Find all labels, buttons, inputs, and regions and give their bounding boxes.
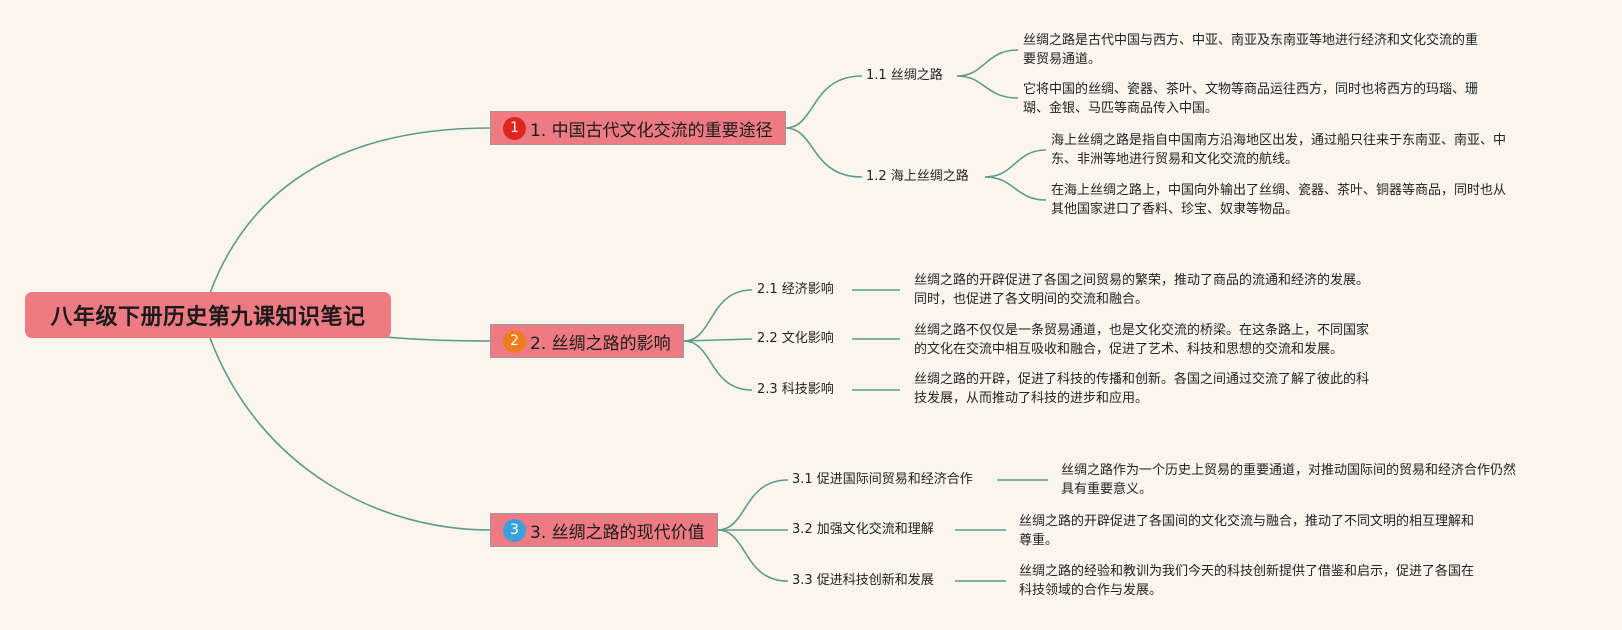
note-2-3[interactable]: 丝绸之路的开辟，促进了科技的传播和创新。各国之间通过交流了解了彼此的科 技发展，… [914, 370, 1369, 408]
note-1-1-a-line-2: 要贸易通道。 [1023, 52, 1102, 67]
note-3-1[interactable]: 丝绸之路作为一个历史上贸易的重要通道，对推动国际间的贸易和经济合作仍然 具有重要… [1061, 461, 1516, 499]
note-3-3[interactable]: 丝绸之路的经验和教训为我们今天的科技创新提供了借鉴和启示，促进了各国在 科技领域… [1019, 562, 1474, 600]
link-1-to-1-2 [785, 127, 863, 178]
subtopic-3-2[interactable]: 3.2 加强文化交流和理解 [792, 520, 934, 540]
link-2-to-2-1 [683, 289, 753, 342]
subtopic-1-2[interactable]: 1.2 海上丝绸之路 [866, 167, 969, 187]
priority-3-icon: 3 [503, 518, 526, 542]
subtopic-3-3-label: 3.3 促进科技创新和发展 [792, 573, 934, 588]
subtopic-1-2-label: 1.2 海上丝绸之路 [866, 169, 969, 184]
branch-3-label: 3. 丝绸之路的现代价值 [530, 522, 705, 543]
link-root-branch-1 [209, 127, 491, 294]
note-1-2-a-line-1: 海上丝绸之路是指自中国南方沿海地区出发，通过船只往来于东南亚、南亚、中 [1051, 133, 1507, 148]
note-3-2-line-1: 丝绸之路的开辟促进了各国间的文化交流与融合，推动了不同文明的相互理解和 [1019, 514, 1475, 529]
note-3-2[interactable]: 丝绸之路的开辟促进了各国间的文化交流与融合，推动了不同文明的相互理解和 尊重。 [1019, 512, 1474, 550]
subtopic-3-3[interactable]: 3.3 促进科技创新和发展 [792, 571, 934, 591]
link-root-branch-2 [384, 336, 491, 342]
root-topic-label: 八年级下册历史第九课知识笔记 [50, 305, 366, 330]
note-1-2-b[interactable]: 在海上丝绸之路上，中国向外输出了丝绸、瓷器、茶叶、铜器等商品，同时也从 其他国家… [1051, 181, 1506, 219]
link-1-2-note-b [984, 176, 1047, 201]
note-1-2-b-line-2: 其他国家进口了香料、珍宝、奴隶等物品。 [1051, 202, 1299, 217]
subtopic-2-1[interactable]: 2.1 经济影响 [757, 280, 834, 300]
subtopic-2-1-label: 2.1 经济影响 [757, 282, 834, 297]
note-3-3-line-2: 科技领域的合作与发展。 [1019, 583, 1163, 598]
root-topic[interactable]: 八年级下册历史第九课知识笔记 [25, 292, 391, 338]
branch-1-topic[interactable]: 1 1. 中国古代文化交流的重要途径 [490, 111, 786, 145]
priority-1-icon: 1 [503, 116, 526, 140]
note-3-3-line-1: 丝绸之路的经验和教训为我们今天的科技创新提供了借鉴和启示，促进了各国在 [1019, 564, 1475, 579]
branch-2-label: 2. 丝绸之路的影响 [530, 333, 671, 354]
subtopic-2-3[interactable]: 2.3 科技影响 [757, 380, 834, 400]
subtopic-3-1[interactable]: 3.1 促进国际间贸易和经济合作 [792, 470, 973, 490]
note-2-1-line-2: 同时，也促进了各文明间的交流和融合。 [914, 292, 1149, 307]
link-root-branch-3 [209, 337, 491, 531]
branch-2-topic[interactable]: 2 2. 丝绸之路的影响 [490, 324, 684, 358]
note-2-3-line-2: 技发展，从而推动了科技的进步和应用。 [914, 391, 1149, 406]
note-3-1-line-2: 具有重要意义。 [1061, 482, 1153, 497]
note-2-1-line-1: 丝绸之路的开辟促进了各国之间贸易的繁荣，推动了商品的流通和经济的发展。 [914, 273, 1370, 288]
link-1-1-note-b [956, 75, 1019, 99]
subtopic-1-1[interactable]: 1.1 丝绸之路 [866, 66, 943, 86]
note-3-2-line-2: 尊重。 [1019, 533, 1059, 548]
note-1-2-a[interactable]: 海上丝绸之路是指自中国南方沿海地区出发，通过船只往来于东南亚、南亚、中 东、非洲… [1051, 131, 1506, 169]
link-3-to-3-3 [717, 529, 789, 582]
note-1-1-b[interactable]: 它将中国的丝绸、瓷器、茶叶、文物等商品运往西方，同时也将西方的玛瑙、珊 瑚、金银… [1023, 80, 1478, 118]
link-2-to-2-2 [683, 338, 753, 342]
note-1-2-a-line-2: 东、非洲等地进行贸易和文化交流的航线。 [1051, 152, 1299, 167]
subtopic-2-3-label: 2.3 科技影响 [757, 382, 834, 397]
link-1-to-1-1 [785, 75, 863, 129]
note-2-3-line-1: 丝绸之路的开辟，促进了科技的传播和创新。各国之间通过交流了解了彼此的科 [914, 372, 1370, 387]
subtopic-2-2-label: 2.2 文化影响 [757, 331, 834, 346]
link-1-2-note-a [984, 149, 1047, 178]
note-2-2-line-2: 的文化在交流中相互吸收和融合，促进了艺术、科技和思想的交流和发展。 [914, 342, 1344, 357]
subtopic-3-2-label: 3.2 加强文化交流和理解 [792, 522, 934, 537]
subtopic-1-1-label: 1.1 丝绸之路 [866, 68, 943, 83]
link-3-to-3-1 [717, 479, 789, 531]
priority-2-icon: 2 [503, 329, 526, 353]
note-2-1[interactable]: 丝绸之路的开辟促进了各国之间贸易的繁荣，推动了商品的流通和经济的发展。 同时，也… [914, 271, 1369, 309]
link-2-to-2-3 [683, 340, 753, 391]
note-3-1-line-1: 丝绸之路作为一个历史上贸易的重要通道，对推动国际间的贸易和经济合作仍然 [1061, 463, 1517, 478]
note-1-1-a[interactable]: 丝绸之路是古代中国与西方、中亚、南亚及东南亚等地进行经济和文化交流的重 要贸易通… [1023, 31, 1478, 69]
note-1-1-b-line-2: 瑚、金银、马匹等商品传入中国。 [1023, 101, 1219, 116]
note-1-1-a-line-1: 丝绸之路是古代中国与西方、中亚、南亚及东南亚等地进行经济和文化交流的重 [1023, 33, 1479, 48]
branch-1-label: 1. 中国古代文化交流的重要途径 [530, 120, 773, 141]
note-2-2-line-1: 丝绸之路不仅仅是一条贸易通道，也是文化交流的桥梁。在这条路上，不同国家 [914, 323, 1370, 338]
subtopic-2-2[interactable]: 2.2 文化影响 [757, 329, 834, 349]
note-1-2-b-line-1: 在海上丝绸之路上，中国向外输出了丝绸、瓷器、茶叶、铜器等商品，同时也从 [1051, 183, 1507, 198]
note-2-2[interactable]: 丝绸之路不仅仅是一条贸易通道，也是文化交流的桥梁。在这条路上，不同国家 的文化在… [914, 321, 1369, 359]
note-1-1-b-line-1: 它将中国的丝绸、瓷器、茶叶、文物等商品运往西方，同时也将西方的玛瑙、珊 [1023, 82, 1479, 97]
link-1-1-note-a [956, 49, 1019, 77]
branch-3-topic[interactable]: 3 3. 丝绸之路的现代价值 [490, 513, 718, 547]
subtopic-3-1-label: 3.1 促进国际间贸易和经济合作 [792, 472, 973, 487]
